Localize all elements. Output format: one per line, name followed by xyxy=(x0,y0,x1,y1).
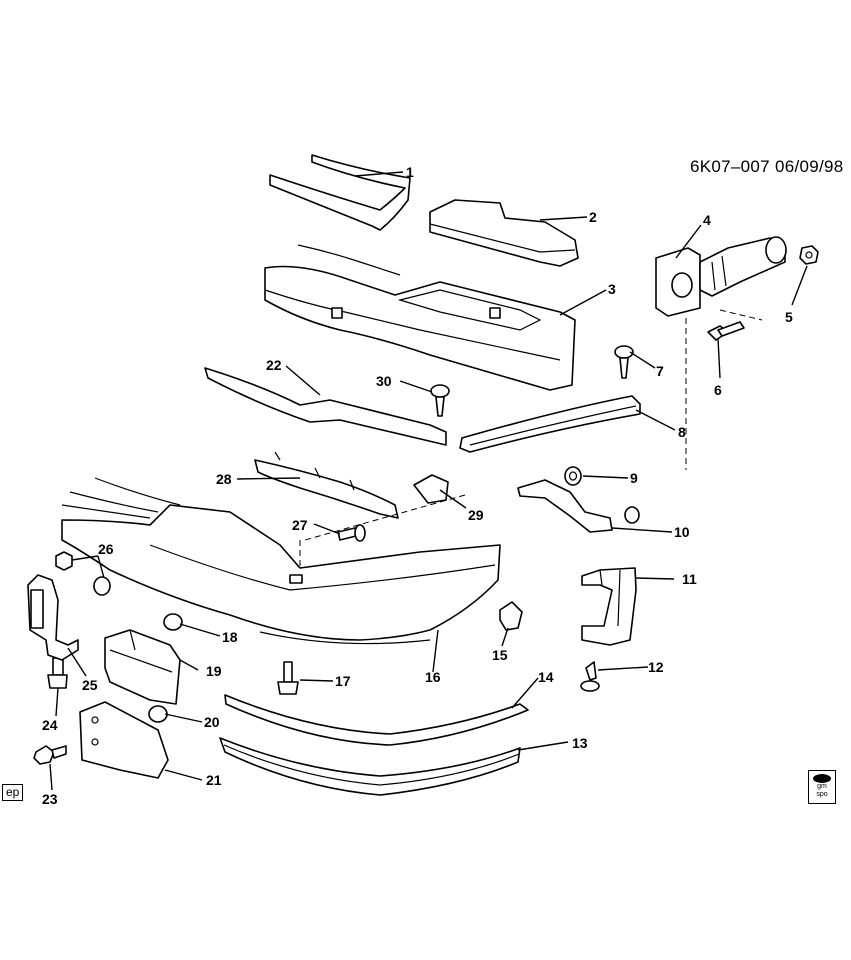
callout-28: 28 xyxy=(216,471,232,487)
reference-code: 6K07–007 06/09/98 xyxy=(690,157,844,176)
part-5-nut xyxy=(799,245,819,265)
callout-3: 3 xyxy=(608,281,616,297)
callout-1: 1 xyxy=(406,164,414,180)
part-17-stud xyxy=(277,661,299,695)
part-9-grommet xyxy=(564,466,582,486)
callout-5: 5 xyxy=(785,309,793,325)
gm-badge-line1: gm xyxy=(817,783,827,790)
part-23-bolt xyxy=(33,745,67,765)
part-8-impact-strip-right xyxy=(459,395,641,453)
callout-25: 25 xyxy=(82,677,98,693)
part-20-nut xyxy=(148,705,168,723)
callout-23: 23 xyxy=(42,791,58,807)
callout-2: 2 xyxy=(589,209,597,225)
callout-16: 16 xyxy=(425,669,441,685)
part-28-grille-strip xyxy=(254,451,399,519)
part-2-deflector xyxy=(429,199,579,267)
callout-13: 13 xyxy=(572,735,588,751)
gm-spo-badge: gm spo xyxy=(808,770,836,804)
callout-26: 26 xyxy=(98,541,114,557)
part-1-upper-strip xyxy=(269,154,411,231)
callout-numbers: 1 2 3 4 5 6 7 8 9 10 11 12 13 14 15 16 1… xyxy=(42,164,793,807)
callout-9: 9 xyxy=(630,470,638,486)
part-3-reinforcement xyxy=(264,244,576,391)
part-18-nut xyxy=(163,613,183,631)
ep-badge: ep xyxy=(2,784,24,801)
callout-30: 30 xyxy=(376,373,392,389)
callout-18: 18 xyxy=(222,629,238,645)
part-19-marker-lamp xyxy=(104,629,181,705)
part-11-side-bracket xyxy=(581,567,637,646)
callout-29: 29 xyxy=(468,507,484,523)
callout-15: 15 xyxy=(492,647,508,663)
part-21-license-bracket xyxy=(79,701,169,779)
part-26-nut xyxy=(55,551,111,596)
callout-4: 4 xyxy=(703,212,711,228)
callout-24: 24 xyxy=(42,717,58,733)
alignment-lines xyxy=(299,309,763,570)
part-14-lower-strip xyxy=(224,694,529,746)
callout-19: 19 xyxy=(206,663,222,679)
callout-8: 8 xyxy=(678,424,686,440)
part-22-impact-strip-left xyxy=(204,367,447,446)
part-30-retainer xyxy=(430,384,450,417)
callout-11: 11 xyxy=(682,571,697,587)
callout-14: 14 xyxy=(538,669,554,685)
part-25-corner-bracket xyxy=(27,574,79,661)
part-13-lower-valance xyxy=(219,737,521,796)
part-24-stud xyxy=(47,657,68,689)
gm-badge-line2: spo xyxy=(816,791,828,798)
callout-12: 12 xyxy=(648,659,664,675)
callout-22: 22 xyxy=(266,357,282,373)
part-10-bracket-arm xyxy=(517,479,640,533)
callout-6: 6 xyxy=(714,382,722,398)
leader-lines xyxy=(49,171,808,791)
callout-10: 10 xyxy=(674,524,690,540)
part-7-retainer xyxy=(614,345,634,379)
part-29-clip-nut xyxy=(413,474,449,504)
gm-logo-icon xyxy=(813,774,831,783)
part-15-clip xyxy=(499,601,523,631)
callout-27: 27 xyxy=(292,517,308,533)
part-27-screw xyxy=(337,524,366,542)
part-6-bolt xyxy=(707,321,745,341)
callout-7: 7 xyxy=(656,363,664,379)
callout-17: 17 xyxy=(335,673,351,689)
part-12-screw xyxy=(580,661,600,692)
callout-20: 20 xyxy=(204,714,220,730)
part-16-front-fascia xyxy=(61,477,501,645)
callout-21: 21 xyxy=(206,772,222,788)
part-4-energy-absorber xyxy=(655,236,787,317)
